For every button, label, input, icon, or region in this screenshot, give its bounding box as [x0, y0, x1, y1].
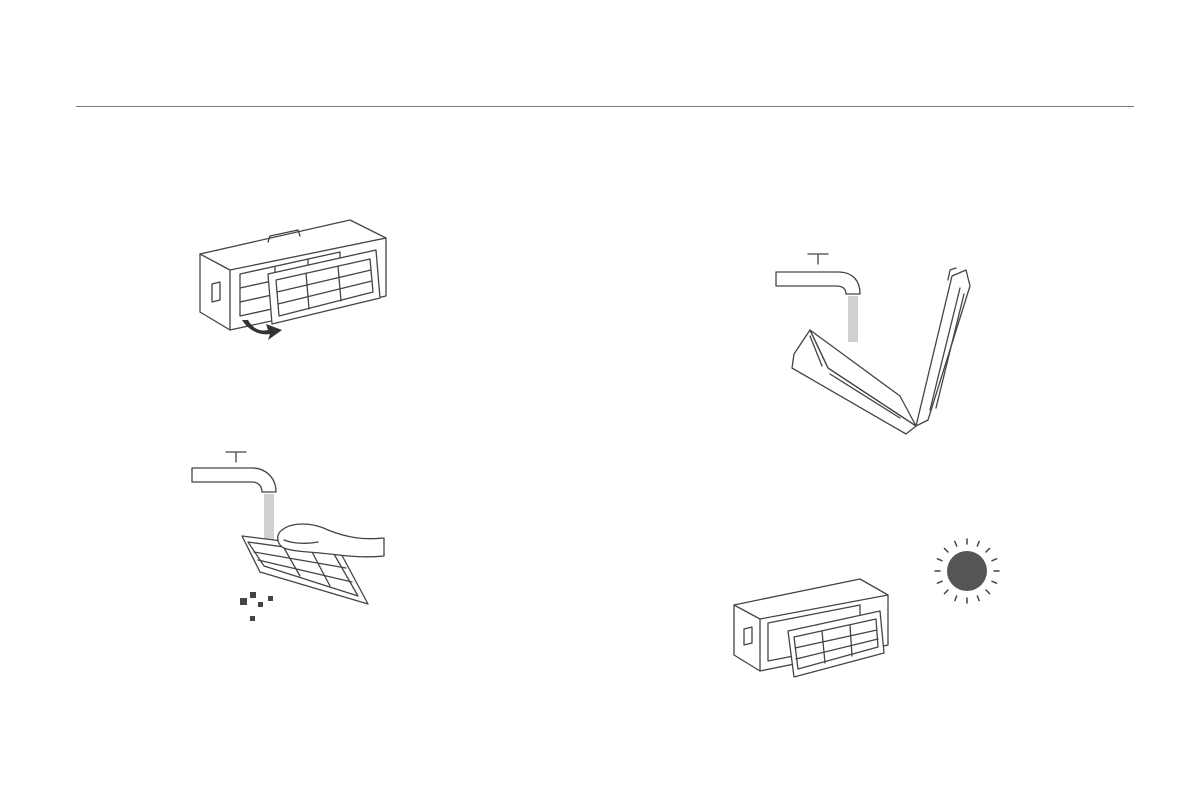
filter-removal-illustration: [190, 212, 400, 347]
filter-rinse-illustration: [188, 448, 388, 628]
faucet-icon: [770, 250, 980, 435]
header-divider: [76, 106, 1134, 107]
drying-icon: [730, 535, 1010, 685]
dust-bin-icon: [190, 212, 400, 347]
dust-bin-rinse-illustration: [770, 250, 980, 435]
sun-icon: [935, 539, 999, 603]
air-dry-illustration: [730, 535, 1010, 685]
faucet-filter-icon: [188, 448, 388, 628]
